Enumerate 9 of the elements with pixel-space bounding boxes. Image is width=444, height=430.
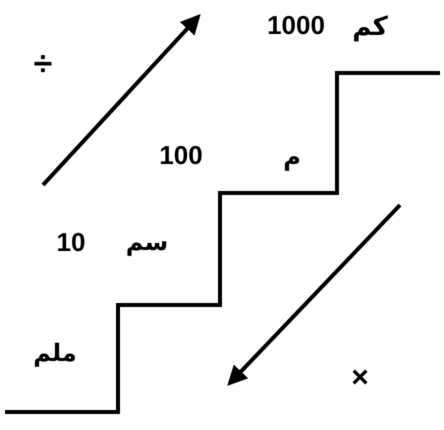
unit-label: ملم <box>33 342 77 366</box>
unit-label: × <box>351 363 369 393</box>
unit-label: 10 <box>56 229 86 255</box>
unit-label: 100 <box>159 142 203 168</box>
unit-label: سم <box>126 231 168 255</box>
unit-label: كم <box>352 13 388 39</box>
unit-label: م <box>283 146 301 170</box>
unit-label: 1000 <box>267 12 325 38</box>
unit-label: ÷ <box>34 47 52 81</box>
